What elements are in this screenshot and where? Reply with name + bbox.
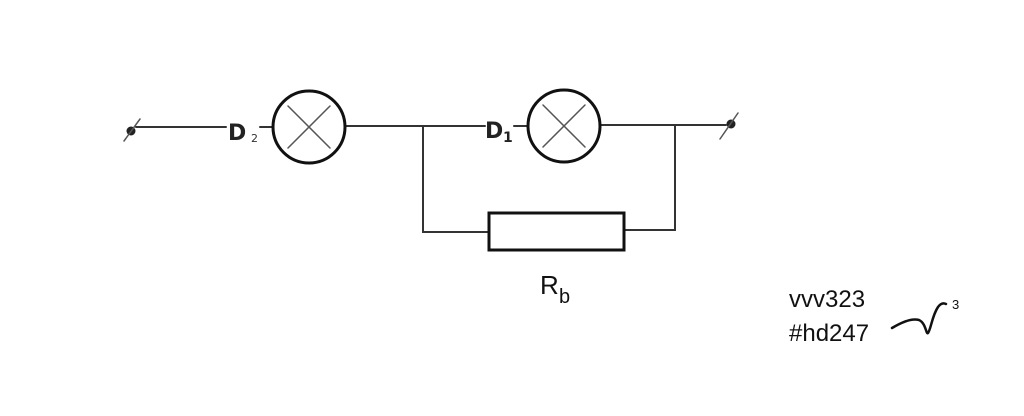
right-terminal bbox=[719, 112, 739, 140]
resistor-rb-label: R bbox=[540, 270, 559, 300]
resistor-rb bbox=[487, 211, 626, 252]
note-line-1: vvv323 bbox=[789, 286, 865, 313]
lamp-d2 bbox=[271, 89, 347, 165]
signature-superscript: 3 bbox=[952, 297, 959, 312]
wire-bypass-right bbox=[623, 124, 676, 231]
left-terminal bbox=[123, 118, 141, 142]
lamp-d2-label-sub: 2 bbox=[251, 132, 258, 145]
wire-bypass-left bbox=[422, 125, 490, 233]
lamp-d1-label: D bbox=[485, 119, 503, 144]
signature-mark bbox=[890, 302, 948, 335]
lamp-d2-label: D bbox=[228, 121, 246, 146]
lamp-d1 bbox=[526, 88, 602, 164]
note-line-2: #hd247 bbox=[789, 320, 869, 347]
resistor-rb-label-sub: b bbox=[559, 286, 570, 308]
lamp-d1-label-sub: 1 bbox=[503, 130, 513, 146]
